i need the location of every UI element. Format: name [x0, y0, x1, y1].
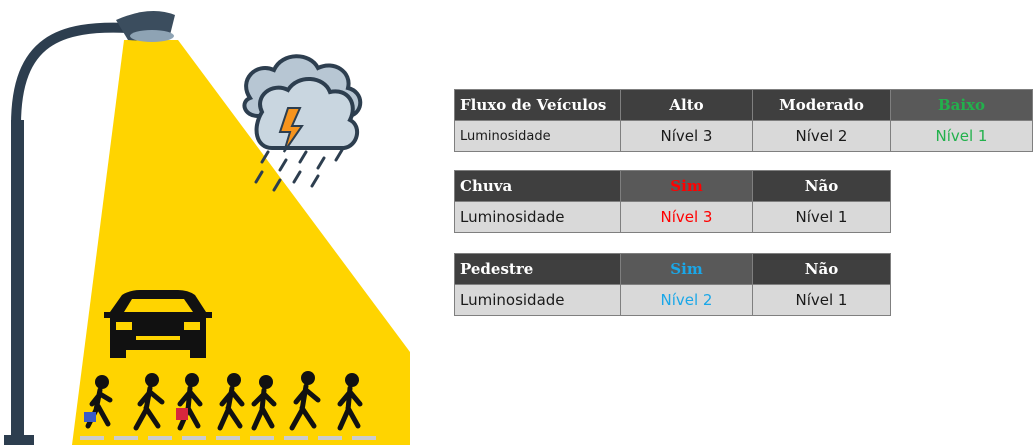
table-cell: Nível 1 — [752, 201, 891, 233]
header-cell-highlight: Sim — [620, 170, 753, 202]
row-label: Luminosidade — [454, 201, 621, 233]
row-label: Luminosidade — [454, 120, 621, 152]
header-cell: Moderado — [752, 89, 891, 121]
table-cell-highlight: Nível 1 — [890, 120, 1033, 152]
table-cell-highlight: Nível 2 — [620, 284, 753, 316]
table-chuva: Chuva Sim Não Luminosidade Nível 3 Nível… — [454, 170, 891, 233]
header-cell: Não — [752, 253, 891, 285]
header-cell: Chuva — [454, 170, 621, 202]
car-icon — [104, 290, 212, 358]
table-fluxo-veiculos: Fluxo de Veículos Alto Moderado Baixo Lu… — [454, 89, 1033, 152]
header-cell: Não — [752, 170, 891, 202]
row-label: Luminosidade — [454, 284, 621, 316]
street-lamp-icon — [4, 11, 175, 445]
street-scene-illustration — [4, 11, 410, 445]
rain-icon — [254, 148, 344, 192]
storm-cloud-icon — [242, 54, 363, 150]
table-cell: Nível 1 — [752, 284, 891, 316]
table-row: Luminosidade Nível 3 Nível 2 Nível 1 — [454, 120, 1033, 152]
table-row: Luminosidade Nível 2 Nível 1 — [454, 284, 891, 316]
header-cell-highlight: Baixo — [890, 89, 1033, 121]
header-cell-highlight: Sim — [620, 253, 753, 285]
table-header-row: Chuva Sim Não — [454, 170, 891, 202]
table-pedestre: Pedestre Sim Não Luminosidade Nível 2 Ní… — [454, 253, 891, 316]
table-row: Luminosidade Nível 3 Nível 1 — [454, 201, 891, 233]
table-cell: Nível 2 — [752, 120, 891, 152]
header-cell: Pedestre — [454, 253, 621, 285]
table-cell: Nível 3 — [620, 120, 753, 152]
table-header-row: Fluxo de Veículos Alto Moderado Baixo — [454, 89, 1033, 121]
table-header-row: Pedestre Sim Não — [454, 253, 891, 285]
table-cell-highlight: Nível 3 — [620, 201, 753, 233]
lightning-icon — [278, 107, 304, 153]
header-cell: Alto — [620, 89, 753, 121]
header-cell: Fluxo de Veículos — [454, 89, 621, 121]
pedestrians-icon — [80, 371, 376, 440]
